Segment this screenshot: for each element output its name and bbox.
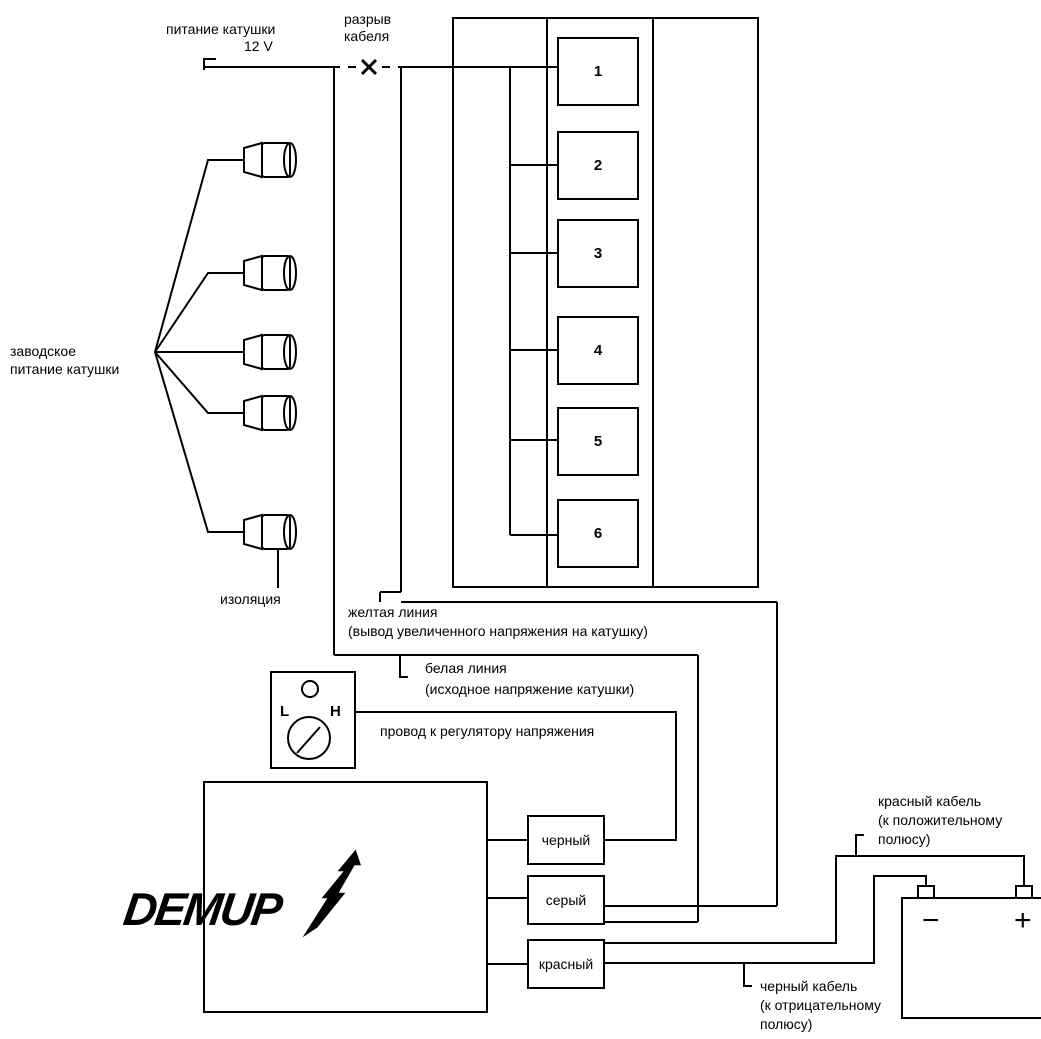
coil-box-6	[557, 499, 639, 568]
plug-connector-icon	[243, 513, 297, 551]
demup-logo: DEMUP	[121, 846, 364, 941]
coil-pack-frame	[452, 17, 759, 588]
connector-gray	[527, 875, 605, 925]
regulator-wire	[355, 711, 677, 841]
yellow-line-label-1: желтая линия	[348, 604, 438, 620]
cable-break-label-2: кабеля	[344, 28, 390, 44]
regulator-wire-label: провод к регулятору напряжения	[380, 723, 595, 739]
coil-power-label-1: питание катушки	[166, 21, 276, 37]
black-cable-label-3: полюсу)	[760, 1016, 813, 1032]
yellow-line-label-2: (вывод увеличенного напряжения на катушк…	[348, 623, 648, 639]
coil-box-4	[557, 316, 639, 385]
red-cable-label-2: (к положительному	[878, 812, 1003, 828]
plug-connector-icon	[243, 333, 297, 371]
factory-coil-label-2: питание катушки	[10, 361, 120, 377]
red-cable-label-1: красный кабель	[878, 793, 982, 809]
red-cable-wire	[604, 855, 1025, 944]
plug-connector-icon	[243, 141, 297, 179]
battery-terminal-plus	[1015, 885, 1033, 899]
red-cable-label-3: полюсу)	[878, 831, 931, 847]
white-line-marker	[399, 655, 408, 678]
white-line-label-1: белая линия	[425, 660, 507, 676]
coil-number-4: 4	[594, 342, 603, 359]
coil-number-3: 3	[594, 245, 602, 262]
battery-plus-symbol: +	[1014, 904, 1032, 937]
battery-minus-symbol: −	[922, 904, 940, 937]
red-cable-marker	[855, 834, 864, 856]
coil-power-marker	[203, 58, 216, 70]
regulator-dial-icon	[287, 716, 331, 760]
coil-number-2: 2	[594, 157, 602, 174]
voltage-regulator	[270, 671, 356, 769]
connector-red-label: красный	[539, 956, 593, 972]
coil-power-label-2: 12 V	[244, 38, 273, 54]
factory-wire-5	[154, 351, 244, 533]
connector-black-label: черный	[542, 832, 590, 848]
insulation-label: изоляция	[220, 591, 281, 607]
black-cable-label-1: черный кабель	[760, 978, 858, 994]
coil-box-5	[557, 407, 639, 476]
black-cable-marker	[743, 963, 752, 987]
factory-coil-label-1: заводское	[10, 343, 76, 359]
lightning-arrow-icon	[299, 846, 364, 941]
connector-gray-label: серый	[546, 892, 586, 908]
connector-black	[527, 815, 605, 865]
black-cable-wire	[604, 875, 927, 964]
battery-body	[901, 897, 1041, 1019]
coil-number-1: 1	[594, 63, 602, 80]
battery-terminal-minus	[917, 885, 935, 899]
regulator-high-label: H	[330, 703, 341, 720]
coil-number-6: 6	[594, 525, 602, 542]
coil-box-1	[557, 37, 639, 106]
coil-number-5: 5	[594, 433, 602, 450]
plug-connector-icon	[243, 394, 297, 432]
factory-wire-4	[154, 351, 244, 414]
regulator-low-label: L	[280, 703, 289, 720]
plug-connector-icon	[243, 254, 297, 292]
factory-wire-1	[154, 159, 244, 353]
coil-box-3	[557, 219, 639, 288]
regulator-indicator-icon	[301, 680, 319, 698]
coil-box-2	[557, 131, 639, 200]
black-cable-label-2: (к отрицательному	[760, 997, 882, 1013]
cable-break-label-1: разрыв	[344, 11, 392, 27]
white-line-label-2: (исходное напряжение катушки)	[425, 681, 635, 697]
demup-logo-text: DEMUP	[121, 883, 287, 935]
cable-break-x-icon	[360, 58, 378, 76]
factory-wire-2	[154, 272, 244, 353]
